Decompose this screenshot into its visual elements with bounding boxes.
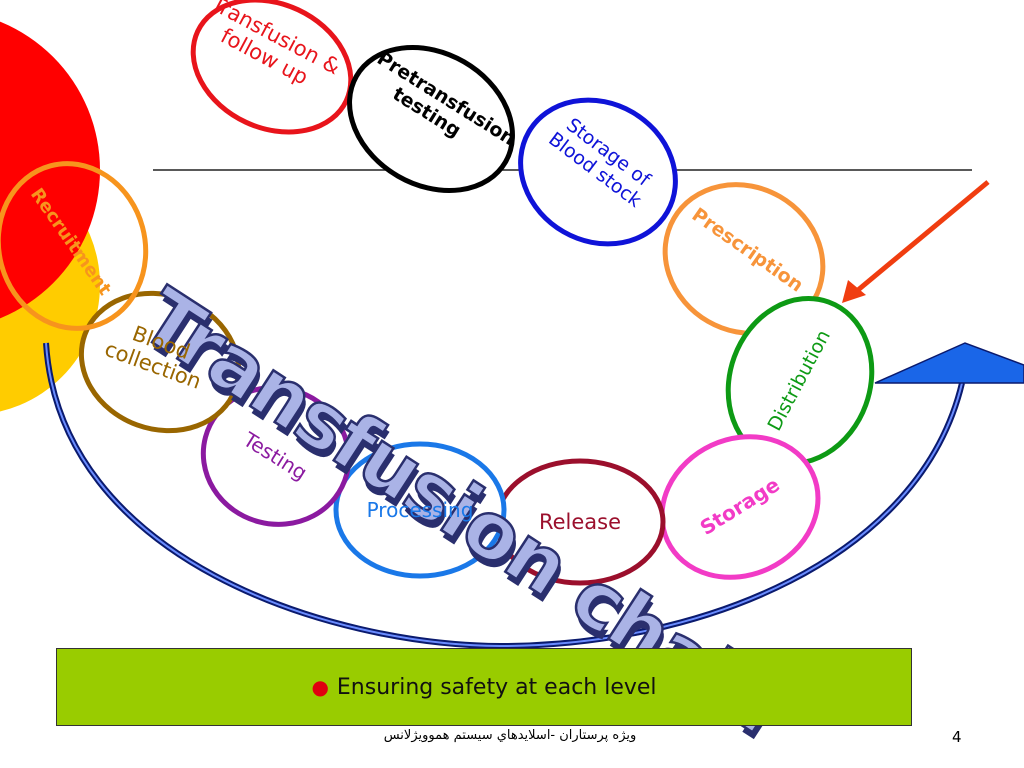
footer-text: ويژه پرستاران -اسلايدهاي سيستم هموويژلان… <box>383 728 637 743</box>
node-ellipse-blood-collection <box>78 290 242 434</box>
bullet-icon: ● <box>311 675 329 699</box>
node-ellipse-transfusion <box>190 0 354 135</box>
node-ellipse-pretransfusion <box>347 44 515 194</box>
safety-banner: ● Ensuring safety at each level <box>56 648 912 726</box>
node-ellipse-testing <box>200 385 352 527</box>
node-ellipse-processing <box>333 441 507 579</box>
node-label-release: Release <box>538 510 622 534</box>
node-ellipse-recruitment <box>0 161 149 331</box>
arc-arrow-head <box>874 342 1024 384</box>
pointer-arrow <box>850 180 990 297</box>
node-ellipse-storage <box>659 434 821 580</box>
decor-red-circle <box>0 21 100 319</box>
page-number: 4 <box>952 728 962 746</box>
safety-text: Ensuring safety at each level <box>336 674 657 700</box>
node-ellipse-storage-blood <box>518 97 678 247</box>
node-label-processing: Processing <box>366 498 474 522</box>
